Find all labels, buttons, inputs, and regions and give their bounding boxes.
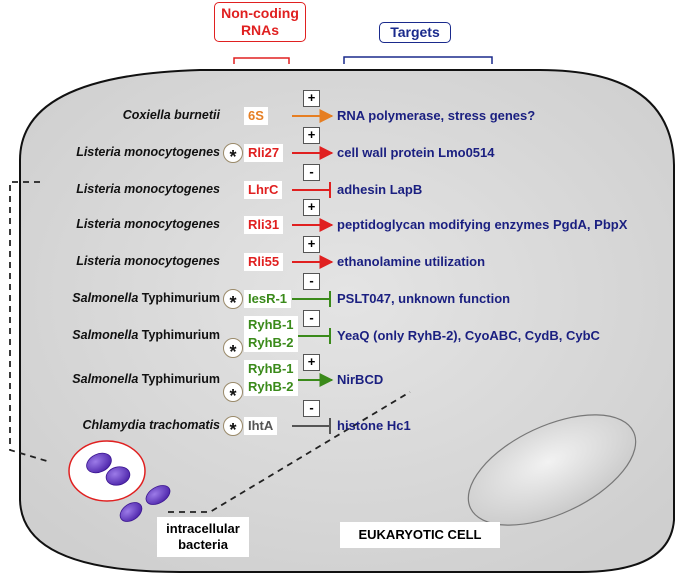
targets-header: Targets [379,22,451,43]
minus-sign: - [303,400,320,417]
eukaryotic-cell-label: EUKARYOTIC CELL [340,522,500,548]
vacuole [68,440,146,502]
intracellular-bacteria-label: intracellular bacteria [157,517,249,557]
plus-sign: + [303,90,320,107]
noncoding-bracket [233,57,290,64]
ncrna-label: Rli27 [244,144,284,162]
nucleus [467,414,637,526]
noncoding-rnas-header: Non-coding RNAs [214,2,306,42]
organism-label: Chlamydia trachomatis [82,418,220,432]
target-label: histone Hc1 [337,418,411,433]
asterisk-icon: * [223,289,243,313]
plus-sign: + [303,354,320,371]
asterisk-icon: * [223,143,243,167]
plus-sign: + [303,199,320,216]
ncrna-label: Rli31 [244,216,284,234]
target-label: ethanolamine utilization [337,254,486,269]
ncrna-label: Rli55 [244,253,284,271]
plus-sign: + [303,236,320,253]
minus-sign: - [303,164,320,181]
organism-label: Salmonella Typhimurium [72,328,220,342]
ncrna-label: IesR-1 [244,290,292,308]
organism-label: Listeria monocytogenes [76,254,220,268]
ncrna-label: RyhB-2 [244,378,298,396]
target-label: adhesin LapB [337,182,423,197]
ncrna-label: IhtA [244,417,278,435]
dashed-line [9,181,411,513]
organism-label: Listeria monocytogenes [76,145,220,159]
target-label: RNA polymerase, stress genes? [337,108,536,123]
minus-sign: - [303,310,320,327]
target-label: PSLT047, unknown function [337,291,511,306]
organism-label: Coxiella burnetii [122,108,220,122]
arrows-layer [292,109,334,434]
ncrna-label: RyhB-1 [244,360,298,378]
ncrna-label: LhrC [244,181,283,199]
asterisk-icon: * [223,338,243,362]
ncrna-label: RyhB-2 [244,334,298,352]
ncrna-label: RyhB-1 [244,316,298,334]
organism-label: Salmonella Typhimurium [72,291,220,305]
organism-label: Listeria monocytogenes [76,217,220,231]
plus-sign: + [303,127,320,144]
ncrna-label: 6S [244,107,268,125]
target-label: peptidoglycan modifying enzymes PgdA, Pb… [337,217,628,232]
organism-label: Listeria monocytogenes [76,182,220,196]
organism-label: Salmonella Typhimurium [72,372,220,386]
asterisk-icon: * [223,382,243,406]
target-label: NirBCD [337,372,384,387]
minus-sign: - [303,273,320,290]
bacteria-group [86,452,171,522]
asterisk-icon: * [223,416,243,440]
target-label: cell wall protein Lmo0514 [337,145,495,160]
targets-bracket [343,56,493,64]
target-label: YeaQ (only RyhB-2), CyoABC, CydB, CybC [337,328,600,343]
